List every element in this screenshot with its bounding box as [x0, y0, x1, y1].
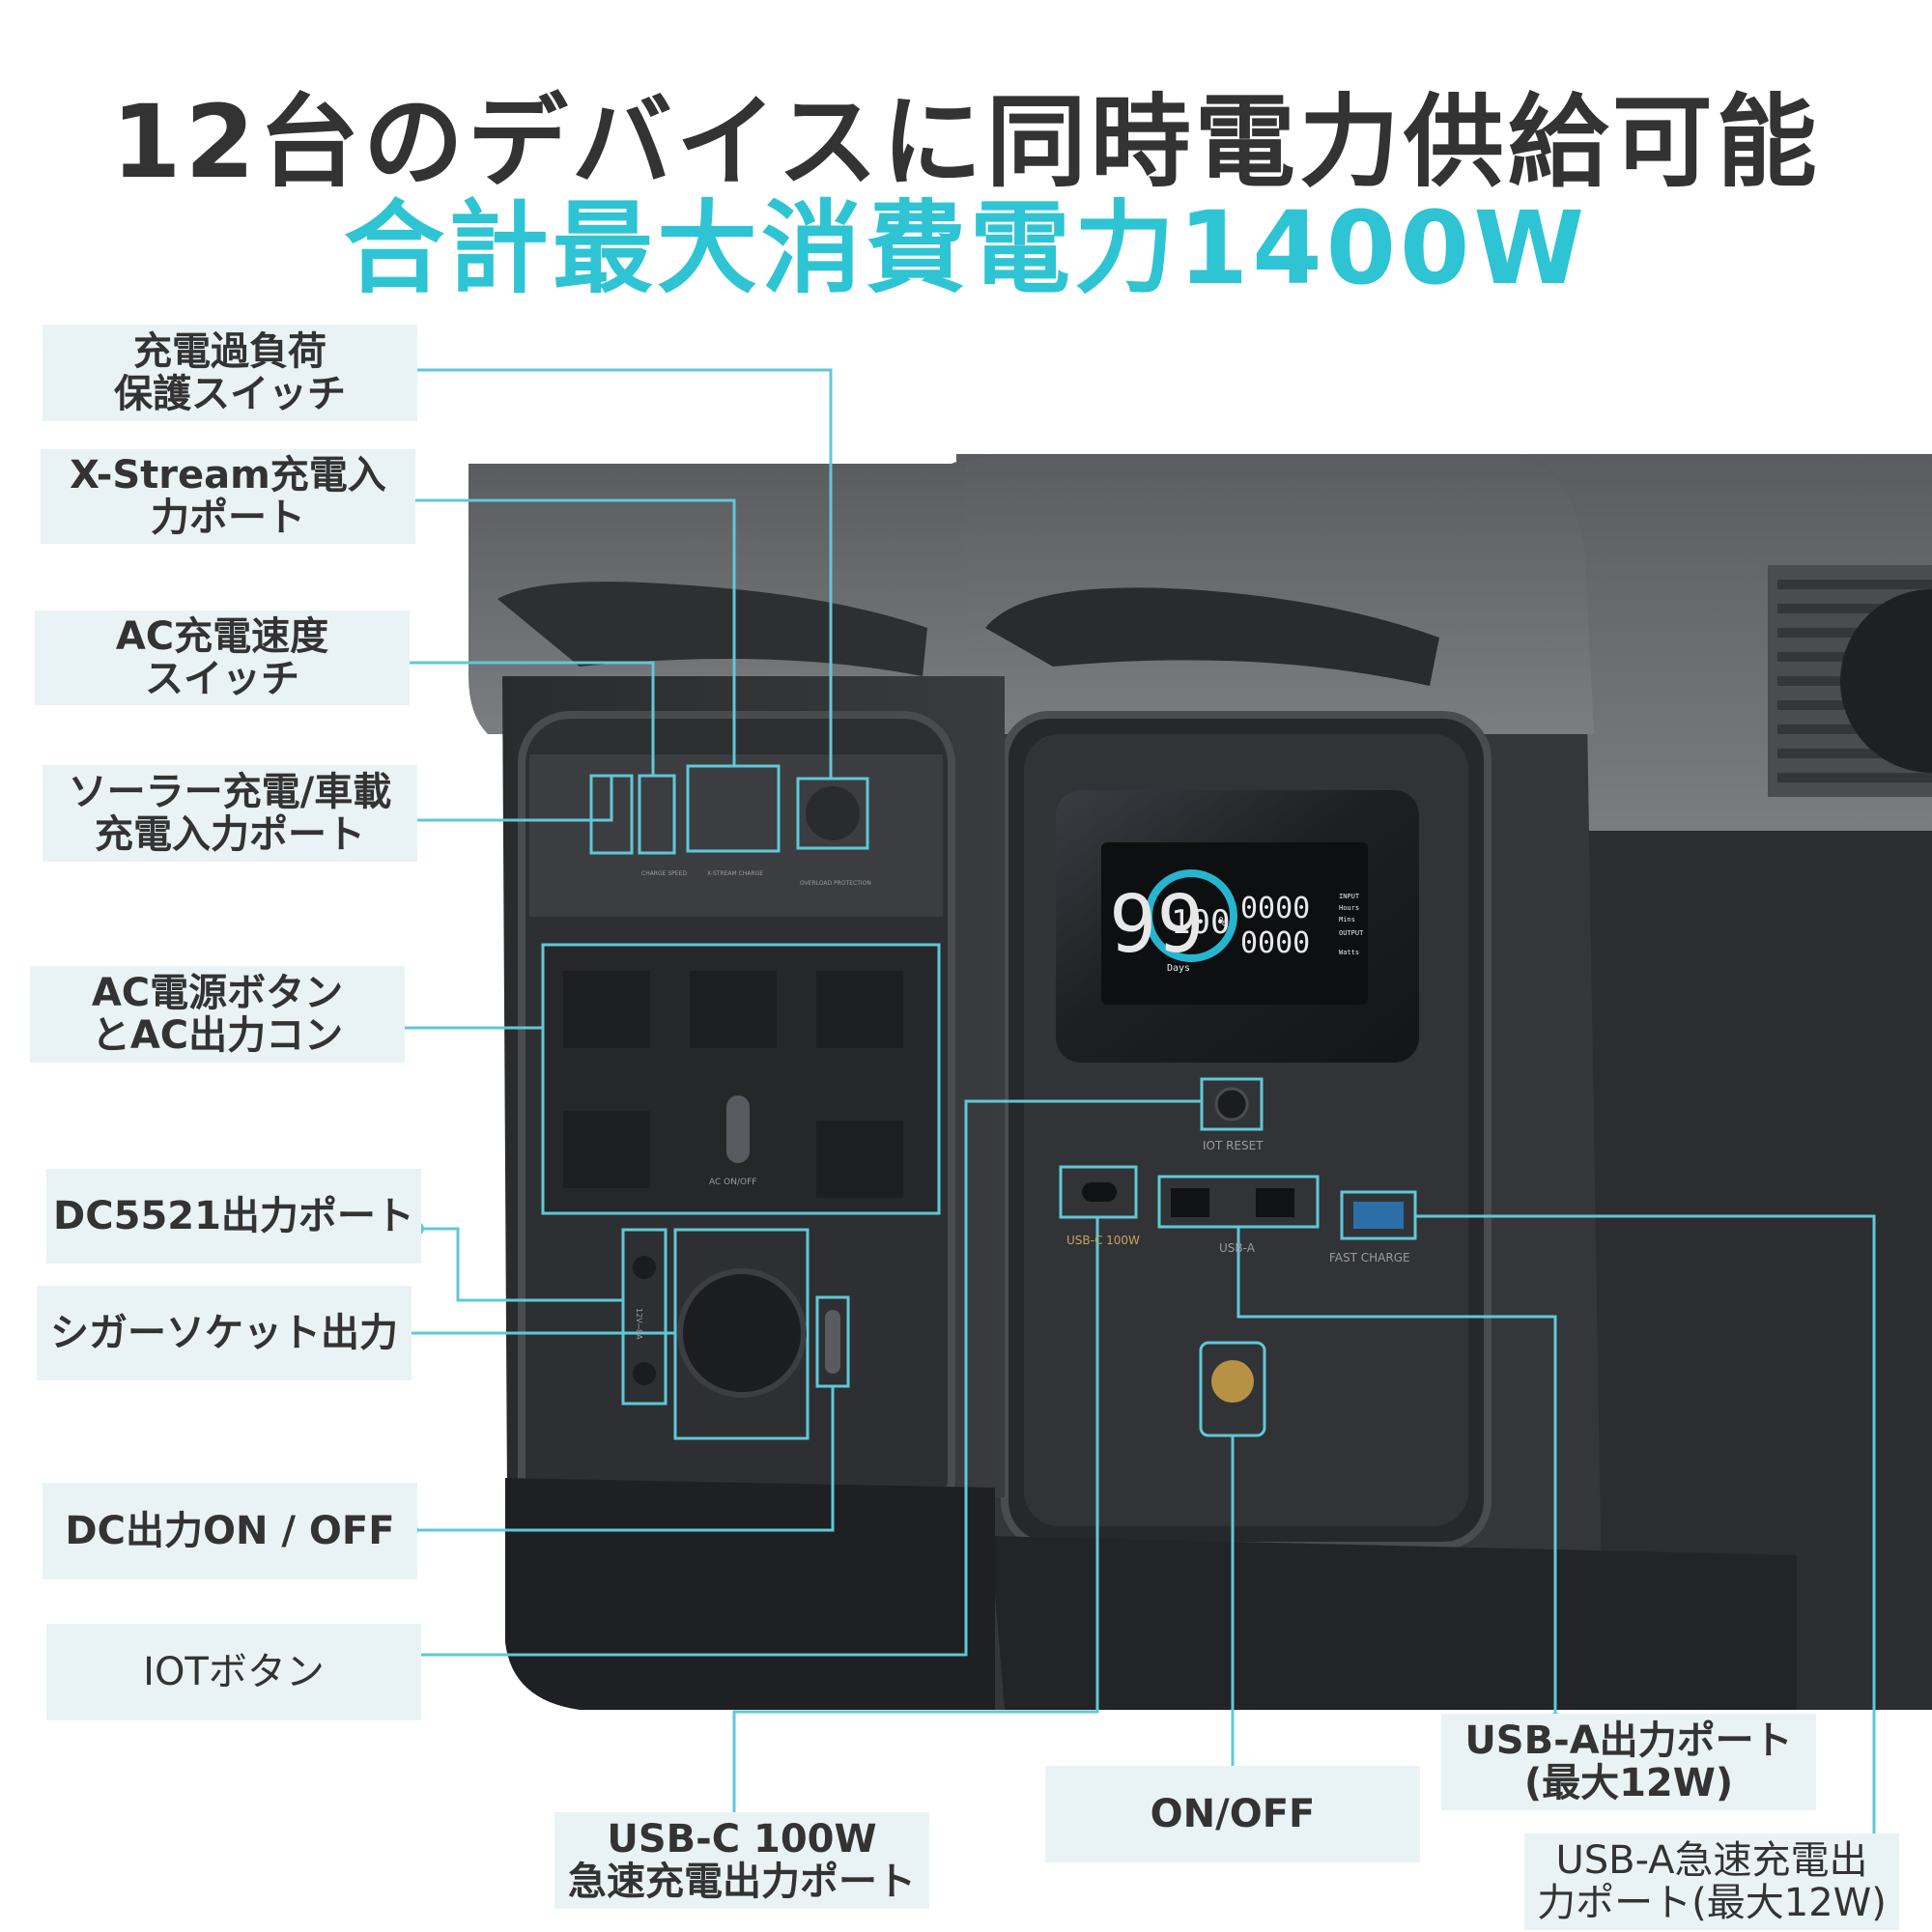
label-usba-output: USB-A出力ポート (最大12W): [1441, 1714, 1816, 1810]
battery-ring: [1145, 869, 1237, 962]
label-solar-car-input: ソーラー充電/車載 充電入力ポート: [43, 765, 417, 862]
ac-speed-print: CHARGE SPEED: [641, 870, 687, 877]
label-dc5521-output: DC5521出力ポート: [46, 1169, 421, 1264]
headline-secondary: 合計最大消費電力1400W: [343, 189, 1589, 307]
lcd-percent-value: 100: [1171, 903, 1230, 942]
label-dc-on-off: DC出力ON / OFF: [43, 1483, 417, 1579]
cigar-socket-icon: [677, 1268, 807, 1398]
ac-outlet-3-icon: [816, 971, 903, 1048]
lcd-days-value: 99: [1109, 879, 1205, 971]
vent-grille: [1768, 565, 1932, 797]
usba-port-2-icon: [1256, 1188, 1294, 1217]
lcd-bottom-digits: 0000: [1240, 926, 1310, 960]
fast-charge-print: FAST CHARGE: [1329, 1251, 1410, 1264]
xstream-print: X-STREAM CHARGE: [707, 870, 763, 877]
label-iot-button: IOTボタン: [46, 1624, 421, 1720]
label-usbc-output: USB-C 100W 急速充電出力ポート: [554, 1812, 929, 1909]
overload-print: OVERLOAD PROTECTION: [800, 880, 871, 887]
callout-lines: [388, 368, 1876, 1843]
lcd-readout: 99 Days 100 % 0000 0000 INPUT Hours Mins…: [1109, 879, 1364, 974]
ac-outlet-2-icon: [690, 971, 777, 1048]
usba-port-1-icon: [1171, 1188, 1209, 1217]
power-icon: [1211, 1360, 1254, 1403]
usbc-port-icon: [1082, 1182, 1117, 1202]
iot-reset-print: IOT RESET: [1203, 1139, 1264, 1152]
ac-outlet-1-icon: [563, 971, 650, 1048]
lcd-mins-label: Mins: [1339, 916, 1355, 923]
label-xstream-input: X-Stream充電入 力ポート: [41, 449, 415, 544]
dc-rating-print: 12V⎓8A: [635, 1308, 643, 1340]
label-cigar-socket: シガーソケット出力: [37, 1286, 412, 1380]
label-ac-speed-switch: AC充電速度 スイッチ: [35, 611, 410, 705]
headline-primary: 12台のデバイスに同時電力供給可能: [111, 83, 1821, 201]
label-on-off: ON/OFF: [1045, 1766, 1420, 1862]
usba-fast-port-icon: [1353, 1202, 1404, 1229]
ac-outlet-5-icon: [816, 1121, 903, 1198]
ac-on-off-print: AC ON/OFF: [709, 1178, 756, 1187]
usbc-print: USB-C 100W: [1066, 1234, 1140, 1247]
label-overload-switch: 充電過負荷 保護スイッチ: [43, 325, 417, 421]
usba-print: USB-A: [1219, 1241, 1256, 1255]
lcd-output-label: OUTPUT: [1339, 929, 1364, 937]
lcd-top-digits: 0000: [1240, 892, 1310, 925]
lcd-watts-label: Watts: [1339, 949, 1359, 956]
lcd-input-label: INPUT: [1339, 893, 1360, 900]
dc5521-port-1-icon: [633, 1256, 656, 1279]
lcd-days-unit: Days: [1167, 963, 1190, 974]
main-unit: [952, 454, 1797, 1710]
ac-outlet-4-icon: [563, 1111, 650, 1188]
dc5521-port-2-icon: [633, 1362, 656, 1385]
overload-switch-icon: [806, 786, 860, 840]
iot-button-icon: [1214, 1087, 1249, 1122]
dc-on-off-switch-icon: [825, 1310, 840, 1374]
panel-print: IOT RESET USB-C 100W USB-A FAST CHARGE A…: [635, 870, 1410, 1340]
label-usba-fast-output: USB-A急速充電出 力ポート(最大12W): [1524, 1833, 1899, 1930]
ac-on-off-switch-icon: [726, 1095, 750, 1163]
front-unit: [469, 464, 1005, 1710]
label-ac-power-outlets: AC電源ボタン とAC出力コン: [30, 966, 405, 1063]
lcd-hours-label: Hours: [1339, 904, 1359, 912]
lcd-percent-unit: %: [1219, 915, 1227, 928]
